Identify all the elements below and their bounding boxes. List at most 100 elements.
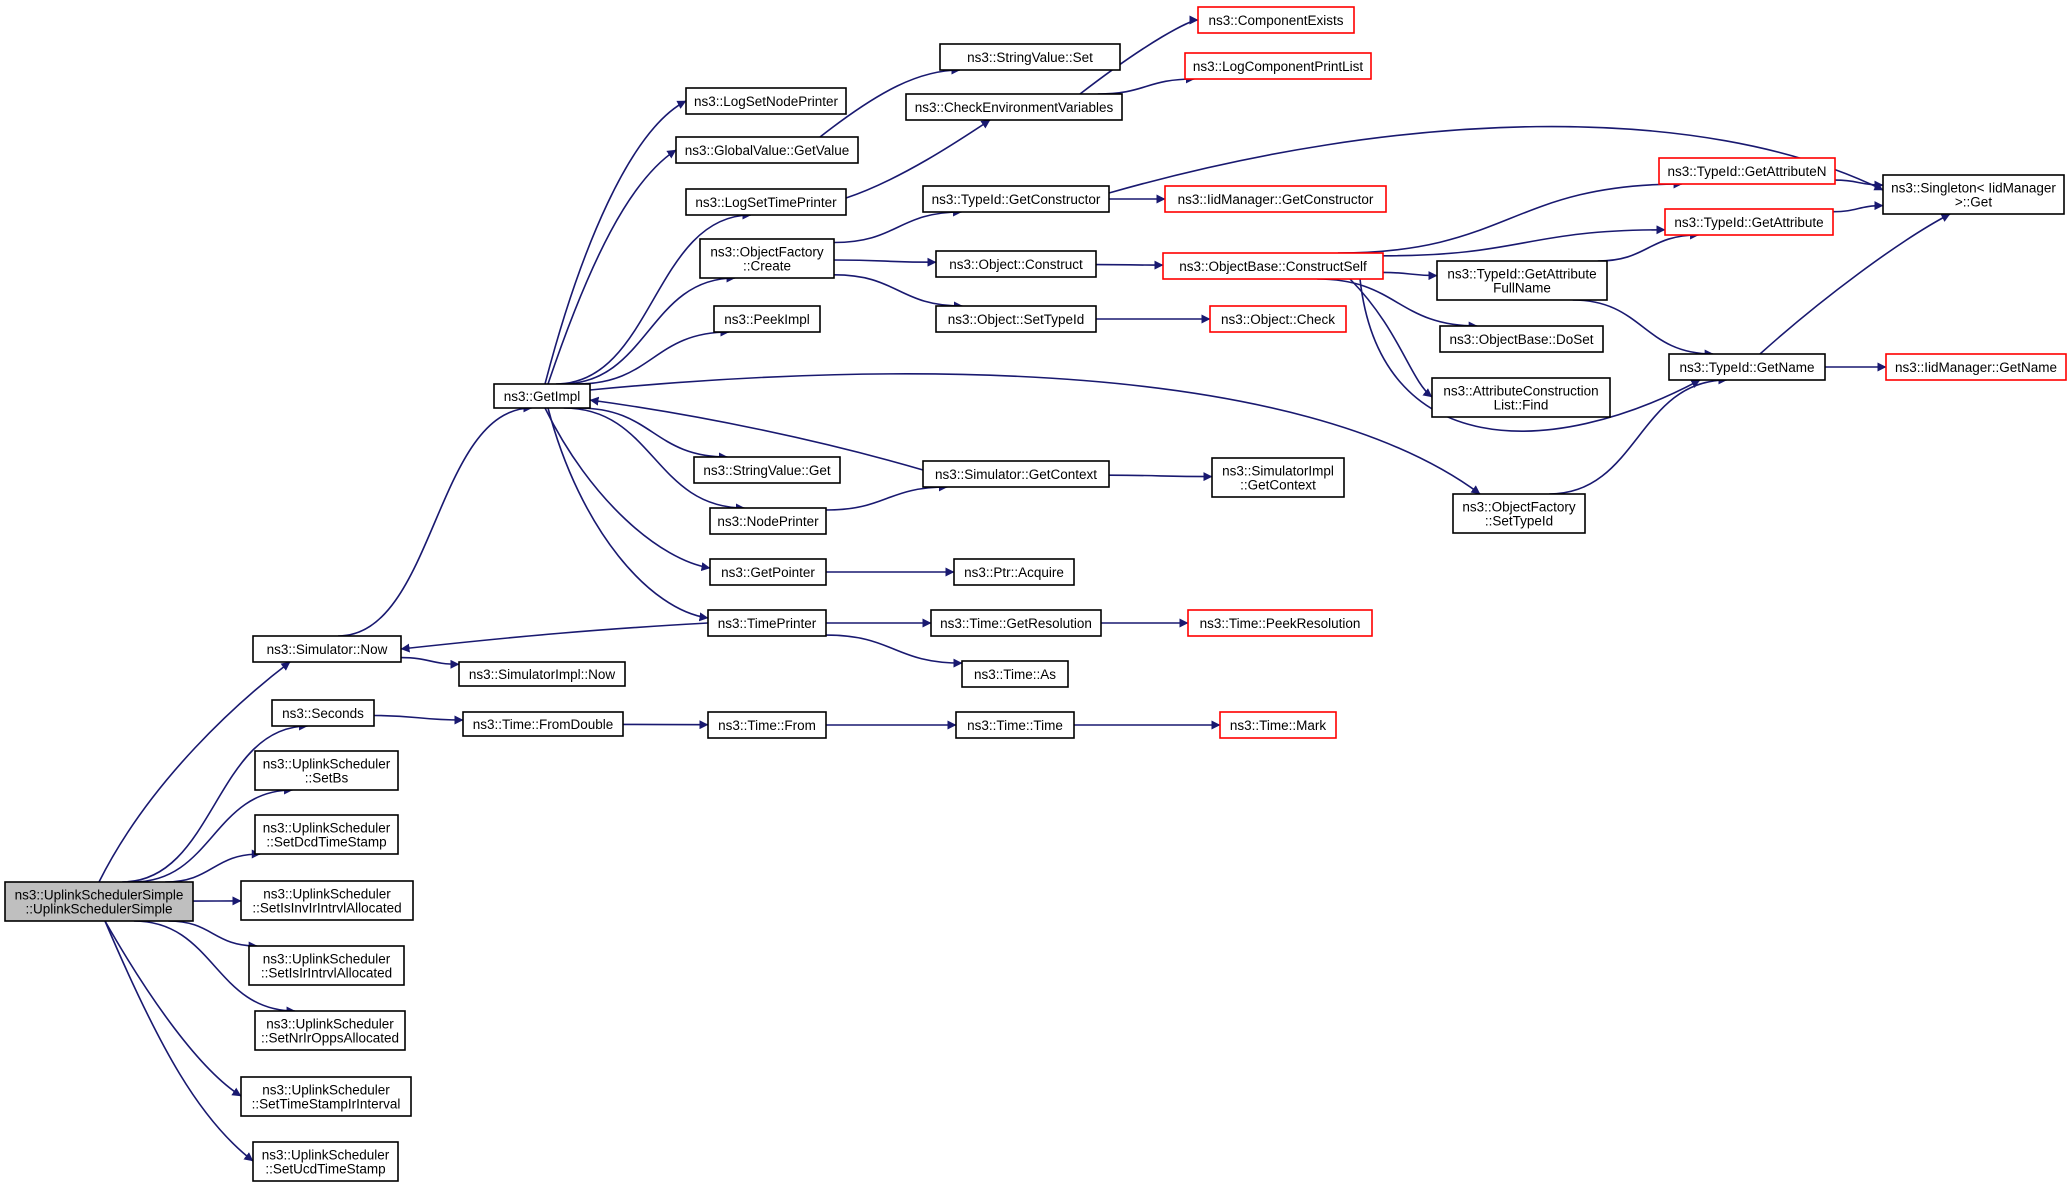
node-checkenv[interactable]: ns3::CheckEnvironmentVariables	[905, 93, 1123, 121]
node-tidgetattrn[interactable]: ns3::TypeId::GetAttributeN	[1658, 157, 1836, 185]
node-iidgetctor[interactable]: ns3::IidManager::GetConstructor	[1164, 185, 1387, 213]
node-ofcreate[interactable]: ns3::ObjectFactory::Create	[699, 238, 835, 279]
node-simimplnow[interactable]: ns3::SimulatorImpl::Now	[458, 661, 626, 687]
node-fromdouble[interactable]: ns3::Time::FromDouble	[462, 711, 624, 737]
edge-getimpl-to-logsettime	[555, 210, 752, 385]
node-setnrir[interactable]: ns3::UplinkScheduler::SetNrIrOppsAllocat…	[254, 1010, 406, 1051]
node-getres[interactable]: ns3::Time::GetResolution	[930, 609, 1102, 637]
node-tidgetattr[interactable]: ns3::TypeId::GetAttribute	[1664, 208, 1834, 236]
node-label: ns3::LogSetNodePrinter	[694, 94, 839, 109]
node-ptracquire[interactable]: ns3::Ptr::Acquire	[953, 558, 1075, 586]
node-peekres[interactable]: ns3::Time::PeekResolution	[1187, 609, 1373, 637]
node-box	[935, 305, 1097, 333]
edge-simnow-to-getimpl	[337, 403, 533, 637]
node-label: ns3::ComponentExists	[1208, 13, 1343, 28]
node-label: ns3::TypeId::GetAttribute	[1447, 267, 1596, 282]
node-compexists[interactable]: ns3::ComponentExists	[1197, 6, 1355, 34]
node-timeas[interactable]: ns3::Time::As	[961, 660, 1069, 688]
node-box	[709, 507, 827, 535]
node-setisinv[interactable]: ns3::UplinkScheduler::SetIsInvIrIntrvlAl…	[240, 880, 414, 921]
node-label: ::SetBs	[305, 771, 349, 786]
node-box	[240, 1076, 412, 1117]
node-label: ns3::UplinkScheduler	[263, 887, 391, 902]
node-logcompprint[interactable]: ns3::LogComponentPrintList	[1184, 52, 1372, 80]
node-objconstruct[interactable]: ns3::Object::Construct	[935, 250, 1097, 278]
node-label: ::Create	[743, 259, 791, 274]
edge-seconds-to-fromdouble	[373, 714, 464, 725]
node-root[interactable]: ns3::UplinkSchedulerSimple::UplinkSchedu…	[4, 881, 194, 922]
node-singleton[interactable]: ns3::Singleton< IidManager>::Get	[1882, 174, 2065, 215]
node-svset[interactable]: ns3::StringValue::Set	[939, 43, 1121, 71]
node-tidgetctor[interactable]: ns3::TypeId::GetConstructor	[922, 185, 1110, 213]
node-setdcd[interactable]: ns3::UplinkScheduler::SetDcdTimeStamp	[254, 814, 399, 855]
node-nodeprinter[interactable]: ns3::NodePrinter	[709, 507, 827, 535]
node-label: ::SetIsInvIrIntrvlAllocated	[252, 901, 401, 916]
node-obconstructself[interactable]: ns3::ObjectBase::ConstructSelf	[1162, 252, 1384, 280]
node-logsettime[interactable]: ns3::LogSetTimePrinter	[685, 188, 847, 216]
node-seconds[interactable]: ns3::Seconds	[271, 699, 375, 727]
node-label: ns3::StringValue::Get	[703, 463, 831, 478]
node-getimpl[interactable]: ns3::GetImpl	[493, 383, 591, 409]
node-box	[240, 880, 414, 921]
node-label: ns3::Simulator::GetContext	[935, 467, 1097, 482]
edge-root-to-setucd	[104, 920, 254, 1162]
node-box	[1452, 493, 1586, 534]
node-box	[248, 945, 405, 986]
node-tidgetname[interactable]: ns3::TypeId::GetName	[1668, 353, 1826, 381]
node-logsetnode[interactable]: ns3::LogSetNodePrinter	[685, 87, 847, 115]
edge-getimpl-to-ofcreate	[561, 273, 736, 385]
node-objsettid[interactable]: ns3::Object::SetTypeId	[935, 305, 1097, 333]
edge-obconstructself-to-acfind	[1349, 278, 1433, 398]
node-objcheck[interactable]: ns3::Object::Check	[1209, 305, 1347, 333]
node-box	[707, 609, 827, 637]
edge-simgetctx-to-getimpl	[589, 396, 924, 471]
node-settsir[interactable]: ns3::UplinkScheduler::SetTimeStampIrInte…	[240, 1076, 412, 1117]
node-peekimpl[interactable]: ns3::PeekImpl	[713, 305, 821, 333]
node-timeprinter[interactable]: ns3::TimePrinter	[707, 609, 827, 637]
node-label: ns3::NodePrinter	[717, 514, 819, 529]
node-label: ns3::UplinkScheduler	[263, 821, 391, 836]
node-label: ::SetNrIrOppsAllocated	[261, 1031, 399, 1046]
node-simgetctx[interactable]: ns3::Simulator::GetContext	[922, 460, 1110, 488]
node-gvgetvalue[interactable]: ns3::GlobalValue::GetValue	[675, 136, 859, 164]
node-label: ns3::UplinkScheduler	[263, 757, 391, 772]
node-simimplgetctx[interactable]: ns3::SimulatorImpl::GetContext	[1211, 457, 1345, 498]
node-box	[458, 661, 626, 687]
edge-simnow-to-simimplnow	[400, 656, 460, 669]
node-timemark[interactable]: ns3::Time::Mark	[1219, 711, 1337, 739]
edge-tidgetattrfull-to-tidgetattr	[1597, 230, 1700, 262]
edge-checkenv-to-logcompprint	[1097, 74, 1195, 95]
node-ofsettid[interactable]: ns3::ObjectFactory::SetTypeId	[1452, 493, 1586, 534]
node-simnow[interactable]: ns3::Simulator::Now	[252, 635, 402, 663]
node-timefrom[interactable]: ns3::Time::From	[707, 711, 827, 739]
node-label: ns3::Time::FromDouble	[473, 717, 614, 732]
edge-objconstruct-to-obconstructself	[1095, 260, 1164, 270]
edge-getimpl-to-gvgetvalue	[547, 149, 677, 385]
node-box	[953, 558, 1075, 586]
node-setbs[interactable]: ns3::UplinkScheduler::SetBs	[254, 750, 399, 791]
node-box	[1164, 185, 1387, 213]
edge-obconstructself-to-tidgetattrfull	[1382, 271, 1438, 281]
node-box	[1211, 457, 1345, 498]
node-label: ns3::GlobalValue::GetValue	[685, 143, 850, 158]
node-label: FullName	[1493, 281, 1551, 296]
edge-logsettime-to-checkenv	[845, 119, 991, 199]
node-setisir[interactable]: ns3::UplinkScheduler::SetIsIrIntrvlAlloc…	[248, 945, 405, 986]
node-setucd[interactable]: ns3::UplinkScheduler::SetUcdTimeStamp	[252, 1141, 399, 1182]
edge-obconstructself-to-obdoset	[1317, 278, 1478, 331]
node-label: ns3::ObjectFactory	[710, 245, 824, 260]
node-obdoset[interactable]: ns3::ObjectBase::DoSet	[1439, 325, 1604, 353]
node-label: ns3::LogComponentPrintList	[1193, 59, 1364, 74]
edge-getimpl-to-logsetnode	[544, 100, 687, 385]
node-timetime[interactable]: ns3::Time::Time	[955, 711, 1075, 739]
edge-obconstructself-to-tidgetname	[1359, 278, 1701, 432]
edge-getimpl-to-peekimpl	[577, 327, 730, 385]
node-label: ns3::GetPointer	[721, 565, 815, 580]
node-getpointer[interactable]: ns3::GetPointer	[709, 558, 827, 586]
node-svget[interactable]: ns3::StringValue::Get	[693, 456, 841, 484]
edge-root-to-settsir	[104, 920, 242, 1097]
node-iidgetname[interactable]: ns3::IidManager::GetName	[1885, 353, 2067, 381]
